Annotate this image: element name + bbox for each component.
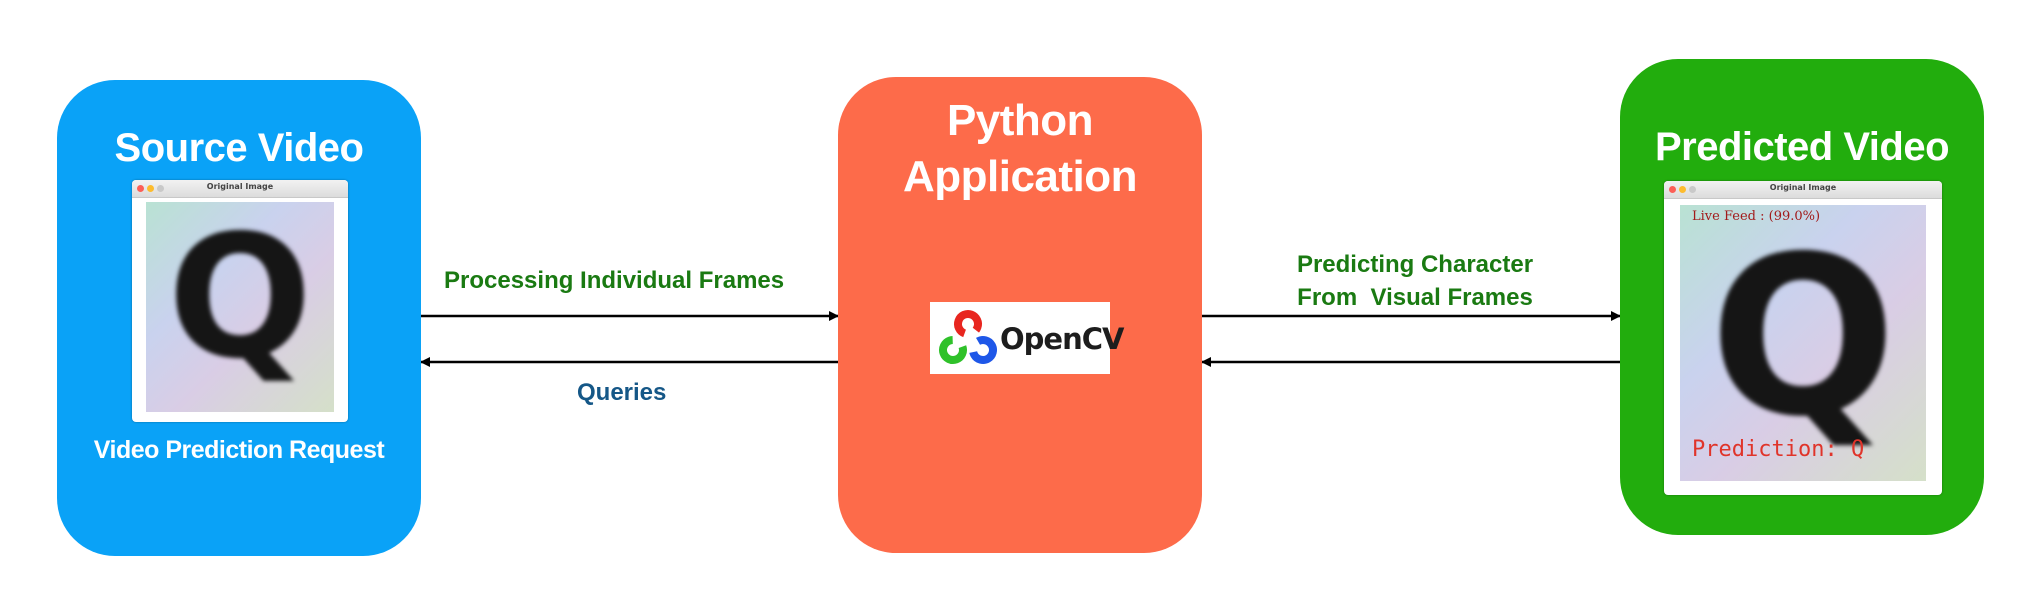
opencv-rings-icon (939, 310, 997, 364)
letter-q-glyph: Q (167, 202, 313, 397)
source-image-window: Original Image Q (132, 180, 348, 422)
letter-q-glyph: Q (1709, 209, 1897, 465)
window-title: Original Image (206, 182, 274, 191)
prediction-result: Prediction: Q (1692, 437, 1865, 462)
processing-frames-label: Processing Individual Frames (444, 267, 785, 294)
opencv-wordmark: OpenCV (1000, 322, 1124, 356)
zoom-dot-icon (1689, 186, 1696, 193)
opencv-logo: OpenCV (930, 302, 1124, 374)
python-title-line-2: Application (902, 152, 1138, 201)
close-dot-icon (1669, 186, 1676, 193)
predicted-frame-image: Q Live Feed : (99.0%) Prediction: Q (1680, 205, 1926, 481)
source-frame-image: Q (146, 202, 334, 412)
minimize-dot-icon (1679, 186, 1686, 193)
predicted-video-node: Predicted Video Original Image Q Live Fe… (1620, 59, 1984, 535)
close-dot-icon (137, 185, 144, 192)
predicting-line-2: From Visual Frames (1297, 284, 1533, 311)
source-video-node: Source Video Original Image Q Video Pred… (57, 80, 421, 556)
video-prediction-request-label: Video Prediction Request (93, 436, 385, 464)
window-titlebar: Original Image (1664, 181, 1942, 199)
zoom-dot-icon (157, 185, 164, 192)
predicted-video-title: Predicted Video (1654, 125, 1950, 169)
source-video-title: Source Video (114, 126, 364, 170)
python-title-line-1: Python (946, 96, 1094, 145)
minimize-dot-icon (147, 185, 154, 192)
python-application-title: Python Application (838, 93, 1202, 205)
window-titlebar: Original Image (132, 180, 348, 198)
live-feed-confidence: Live Feed : (99.0%) (1692, 209, 1821, 224)
predicting-character-label: Predicting Character From Visual Frames (1275, 248, 1555, 314)
predicting-line-1: Predicting Character (1296, 251, 1534, 278)
predicted-image-window: Original Image Q Live Feed : (99.0%) Pre… (1664, 181, 1942, 495)
python-application-node: Python Application OpenCV (838, 77, 1202, 553)
window-title: Original Image (1769, 183, 1837, 192)
queries-label: Queries (577, 379, 667, 406)
